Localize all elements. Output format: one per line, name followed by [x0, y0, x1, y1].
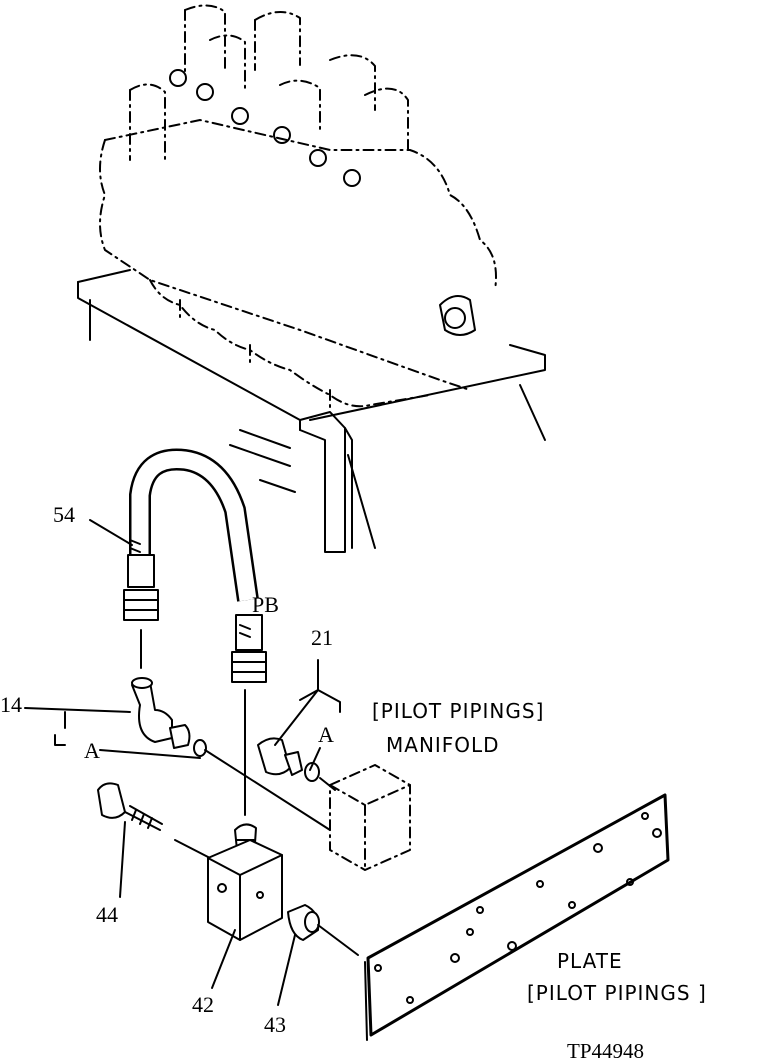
plate-caption-line1: PLATE: [557, 949, 623, 973]
control-valve-assembly: [99, 4, 497, 411]
plate-caption-line2: [PILOT PIPINGS ]: [527, 981, 707, 1005]
manifold-caption-line2: MANIFOLD: [386, 733, 500, 757]
manifold-caption-line1: [PILOT PIPINGS]: [372, 699, 544, 723]
callout-a-left: A: [84, 738, 100, 763]
mounting-frame: [77, 269, 546, 553]
plug-fitting: [287, 904, 359, 956]
manifold-block: [204, 749, 411, 871]
callout-54: 54: [53, 502, 75, 527]
reference-code: TP44948: [567, 1039, 644, 1063]
callout-14: 14: [0, 692, 22, 717]
callout-43: 43: [264, 1012, 286, 1037]
mounting-plate: [364, 793, 670, 1041]
callout-44: 44: [96, 902, 118, 927]
callout-21: 21: [311, 625, 333, 650]
hose-assembly: [123, 448, 267, 683]
captions: [PILOT PIPINGS] MANIFOLD PLATE [PILOT PI…: [372, 699, 707, 1063]
callout-42: 42: [192, 992, 214, 1017]
connector-block: [207, 689, 283, 941]
adapter-fitting: [257, 737, 320, 782]
callout-a-right: A: [318, 722, 334, 747]
leader-lines: [24, 519, 341, 1006]
callout-pb: PB: [252, 592, 279, 617]
bolt: [97, 782, 211, 859]
elbow-fitting: [131, 629, 207, 757]
callout-labels: 54 PB 21 14 A A 44 42 43: [0, 502, 334, 1037]
